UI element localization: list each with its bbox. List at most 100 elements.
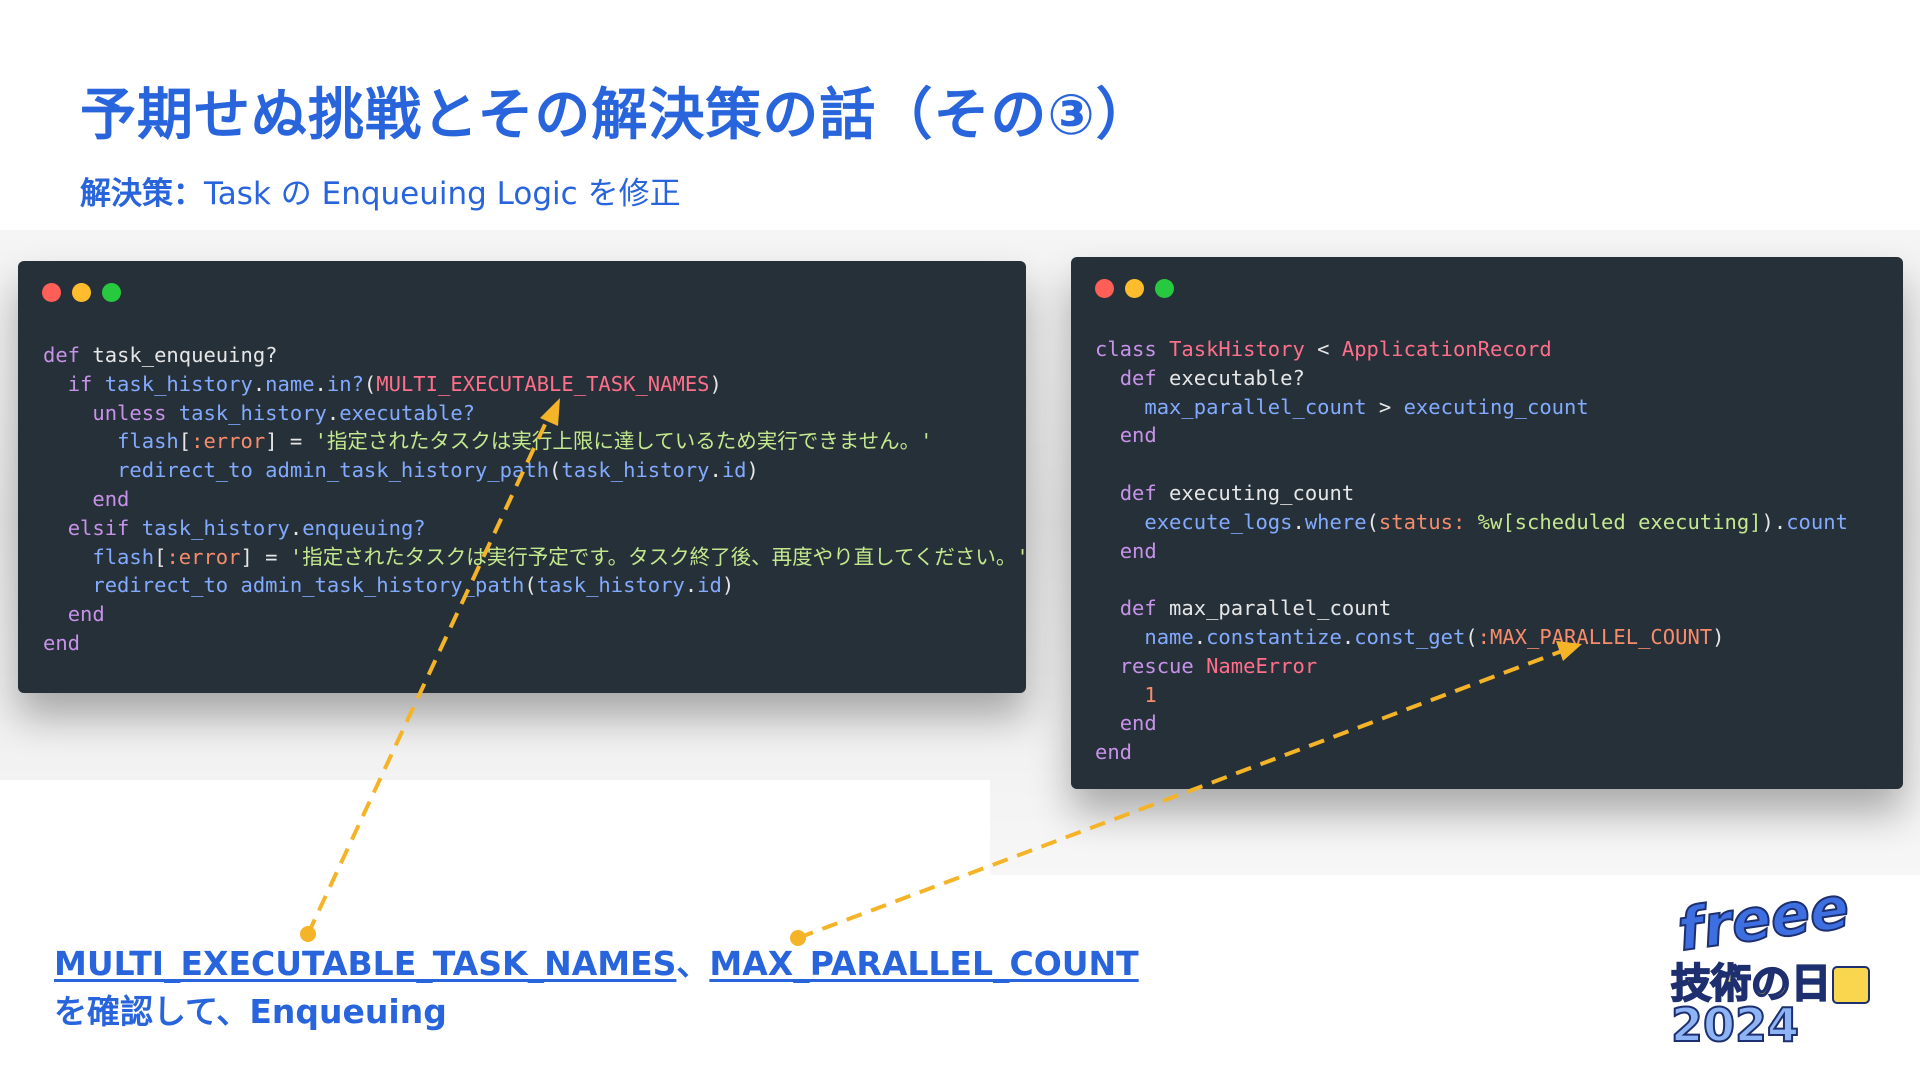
code-token: admin_task_history_path: [265, 458, 550, 483]
code-token: NameError: [1206, 653, 1318, 678]
code-token: >: [1366, 394, 1404, 419]
code-token: name: [1144, 624, 1194, 649]
maximize-dot-icon: [102, 283, 121, 302]
code-token: .: [1292, 509, 1305, 534]
window-controls: [42, 283, 121, 302]
bottom-note-line-2: を確認して、Enqueuing: [54, 992, 447, 1031]
code-token: '指定されたタスクは実行上限に達しているため実行できません。': [314, 429, 933, 454]
code-token: (: [549, 458, 562, 483]
code-token: (: [1366, 509, 1379, 534]
code-token: max_parallel_count: [1144, 394, 1367, 419]
code-token: TaskHistory: [1169, 337, 1305, 361]
code-token: :error: [191, 429, 266, 454]
code-token: end: [67, 602, 105, 627]
code-window-right: class TaskHistory < ApplicationRecord de…: [1071, 257, 1903, 789]
code-token: task_history: [104, 371, 253, 396]
code-token: class: [1095, 337, 1157, 361]
code-token: id: [697, 573, 722, 598]
code-token: def: [1119, 480, 1157, 505]
code-line: def executing_count: [1095, 480, 1355, 505]
code-line: redirect_to admin_task_history_path(task…: [43, 458, 759, 482]
code-token: %w[scheduled executing]: [1477, 509, 1762, 534]
code-line: name.constantize.const_get(:MAX_PARALLEL…: [1095, 625, 1724, 649]
subtitle-text: Task の Enqueuing Logic を修正: [204, 176, 681, 212]
code-token: end: [1095, 740, 1133, 765]
bottom-note: MULTI_EXECUTABLE_TASK_NAMES、MAX_PARALLEL…: [54, 940, 1139, 1036]
code-token: [: [178, 429, 192, 454]
code-token: task_history: [536, 573, 685, 598]
code-token: name: [265, 371, 315, 396]
code-token: .: [1341, 624, 1355, 649]
minimize-dot-icon: [1125, 279, 1144, 298]
code-token: '指定されたタスクは実行予定です。タスク終了後、再度やり直してください。': [289, 544, 1029, 569]
code-token: (: [524, 573, 537, 598]
code-token: def: [1119, 596, 1157, 621]
close-dot-icon: [1095, 279, 1114, 298]
code-token: .: [326, 400, 340, 425]
code-token: redirect_to: [117, 458, 253, 483]
code-token: .: [684, 573, 698, 598]
code-token: status:: [1378, 509, 1466, 534]
freee-tech-day-logo: freee 技術の日 2024: [1670, 875, 1870, 1045]
code-token: flash: [92, 544, 155, 569]
code-line: flash[:error] = '指定されたタスクは実行予定です。タスク終了後、…: [43, 544, 1029, 569]
code-token: task_history: [561, 458, 710, 483]
code-token: unless: [92, 400, 167, 425]
background-cut: [0, 780, 990, 1080]
code-token: end: [92, 486, 130, 511]
code-line: end: [1095, 711, 1157, 735]
link-max-parallel-count[interactable]: MAX_PARALLEL_COUNT: [709, 944, 1139, 983]
code-token: .: [289, 515, 303, 540]
slide-subtitle: 解決策：Task の Enqueuing Logic を修正: [80, 168, 681, 213]
code-token: end: [1119, 423, 1157, 448]
code-token: ] =: [240, 544, 290, 569]
code-token: executing_count: [1403, 394, 1589, 419]
code-line: flash[:error] = '指定されたタスクは実行上限に達しているため実行…: [43, 429, 933, 454]
code-token: [: [154, 544, 167, 569]
svg-text:freee: freee: [1674, 875, 1854, 964]
code-token: flash: [117, 429, 179, 454]
code-token: rescue: [1119, 653, 1194, 678]
code-token: executable?: [1156, 365, 1305, 390]
link-multi-executable-task-names[interactable]: MULTI_EXECUTABLE_TASK_NAMES: [54, 944, 677, 983]
code-line: def max_parallel_count: [1095, 596, 1392, 621]
code-token: executing_count: [1156, 480, 1355, 505]
slide-title: 予期せぬ挑戦とその解決策の話（その③）: [80, 83, 1153, 148]
code-token: ] =: [265, 429, 315, 454]
code-token: (: [363, 371, 377, 396]
code-line: redirect_to admin_task_history_path(task…: [43, 573, 734, 597]
bottom-note-line-1: MULTI_EXECUTABLE_TASK_NAMES、MAX_PARALLEL…: [54, 940, 1139, 988]
code-token: task_history: [178, 400, 327, 425]
code-line: class TaskHistory < ApplicationRecord: [1095, 337, 1552, 361]
background-cut: [990, 875, 1920, 1080]
code-token: if: [67, 371, 93, 396]
arrow-multi-executable: [300, 398, 560, 942]
close-dot-icon: [42, 283, 61, 302]
code-token: 1: [1144, 682, 1157, 707]
code-line: def task_enqueuing?: [43, 343, 278, 367]
code-token: MULTI_EXECUTABLE_TASK_NAMES: [376, 371, 710, 396]
code-token: redirect_to: [92, 573, 229, 598]
code-token: ).: [1761, 509, 1787, 534]
code-token: ): [709, 371, 722, 396]
code-token: admin_task_history_path: [240, 573, 525, 598]
code-line: end: [43, 602, 105, 626]
code-token: def: [43, 343, 81, 367]
code-token: end: [43, 630, 81, 655]
code-token: id: [721, 458, 747, 483]
code-token: elsif: [67, 515, 130, 540]
code-token: ): [721, 573, 735, 598]
code-line: execute_logs.where(status: %w[scheduled …: [1095, 510, 1848, 534]
code-token: enqueuing?: [302, 515, 426, 540]
code-token: <: [1304, 337, 1342, 361]
code-token: where: [1304, 509, 1367, 534]
code-token: end: [1119, 711, 1157, 736]
code-line: max_parallel_count > executing_count: [1095, 394, 1589, 419]
code-token: .: [314, 371, 327, 396]
code-token: task_enqueuing?: [80, 343, 278, 367]
code-token: end: [1119, 538, 1157, 563]
code-token: ): [746, 458, 759, 483]
code-token: ): [1712, 624, 1725, 649]
code-line: end: [43, 631, 80, 655]
